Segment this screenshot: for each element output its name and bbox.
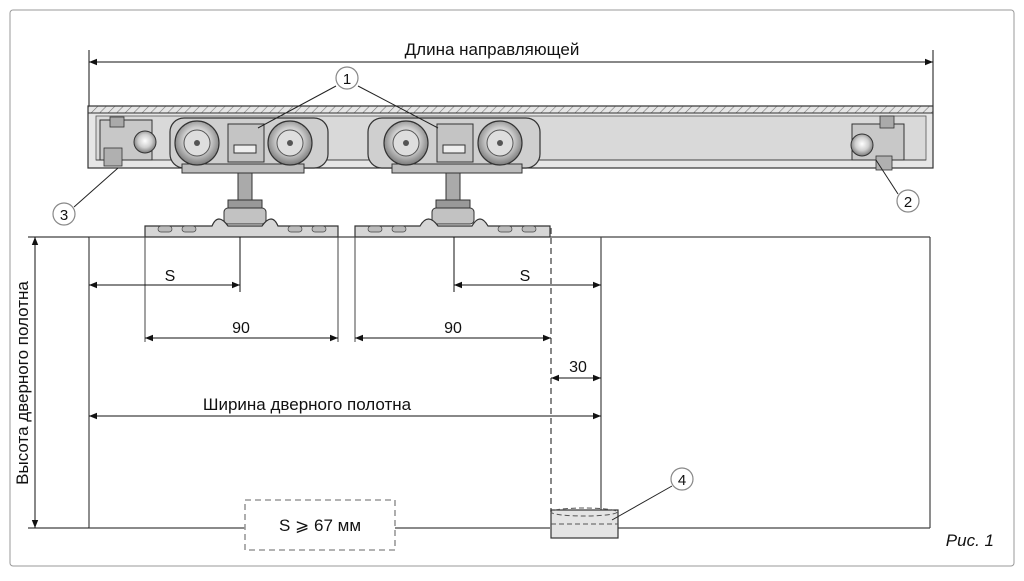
s-min-note: S ⩾ 67 мм: [244, 499, 396, 551]
callout-2: 2: [896, 189, 920, 213]
svg-text:4: 4: [678, 472, 686, 489]
dim-90-right: 90: [355, 320, 551, 342]
svg-text:2: 2: [904, 194, 912, 211]
door-width-label: Ширина дверного полотна: [203, 395, 412, 414]
door-panel: [88, 236, 931, 529]
s-left-dimension: S: [89, 237, 241, 292]
dim-30: 30: [551, 359, 601, 382]
right-mounting-plate: [354, 218, 551, 238]
s-right-dimension: S: [453, 237, 601, 292]
left-roller-carriage: [169, 117, 329, 225]
left-stopper: [99, 116, 157, 167]
dim-90-right-label: 90: [444, 320, 462, 337]
door-height-dimension: Высота дверного полотна: [13, 236, 89, 529]
callout-4: 4: [670, 467, 694, 491]
dim-30-label: 30: [569, 359, 587, 376]
svg-text:1: 1: [343, 71, 351, 88]
figure-caption: Рис. 1: [946, 531, 994, 550]
floor-guide: [550, 507, 619, 539]
dim-90-left: 90: [145, 320, 338, 342]
rail-length-label: Длина направляющей: [405, 40, 580, 59]
s-left-label: S: [165, 268, 176, 285]
callout-1: 1: [335, 66, 359, 90]
right-roller-carriage: [367, 117, 541, 225]
dim-90-left-label: 90: [232, 320, 250, 337]
rail-top-hatch: [87, 105, 934, 114]
svg-text:3: 3: [60, 207, 68, 224]
door-width-dimension: Ширина дверного полотна: [89, 395, 601, 420]
callout-3: 3: [52, 202, 76, 226]
s-min-label: S ⩾ 67 мм: [279, 516, 361, 535]
s-right-label: S: [520, 268, 531, 285]
left-mounting-plate: [144, 218, 339, 238]
rail-length-dimension: Длина направляющей: [88, 40, 934, 110]
frame-border: [9, 9, 1015, 567]
callout-leaders: [73, 85, 899, 521]
door-height-label: Высота дверного полотна: [13, 281, 32, 485]
